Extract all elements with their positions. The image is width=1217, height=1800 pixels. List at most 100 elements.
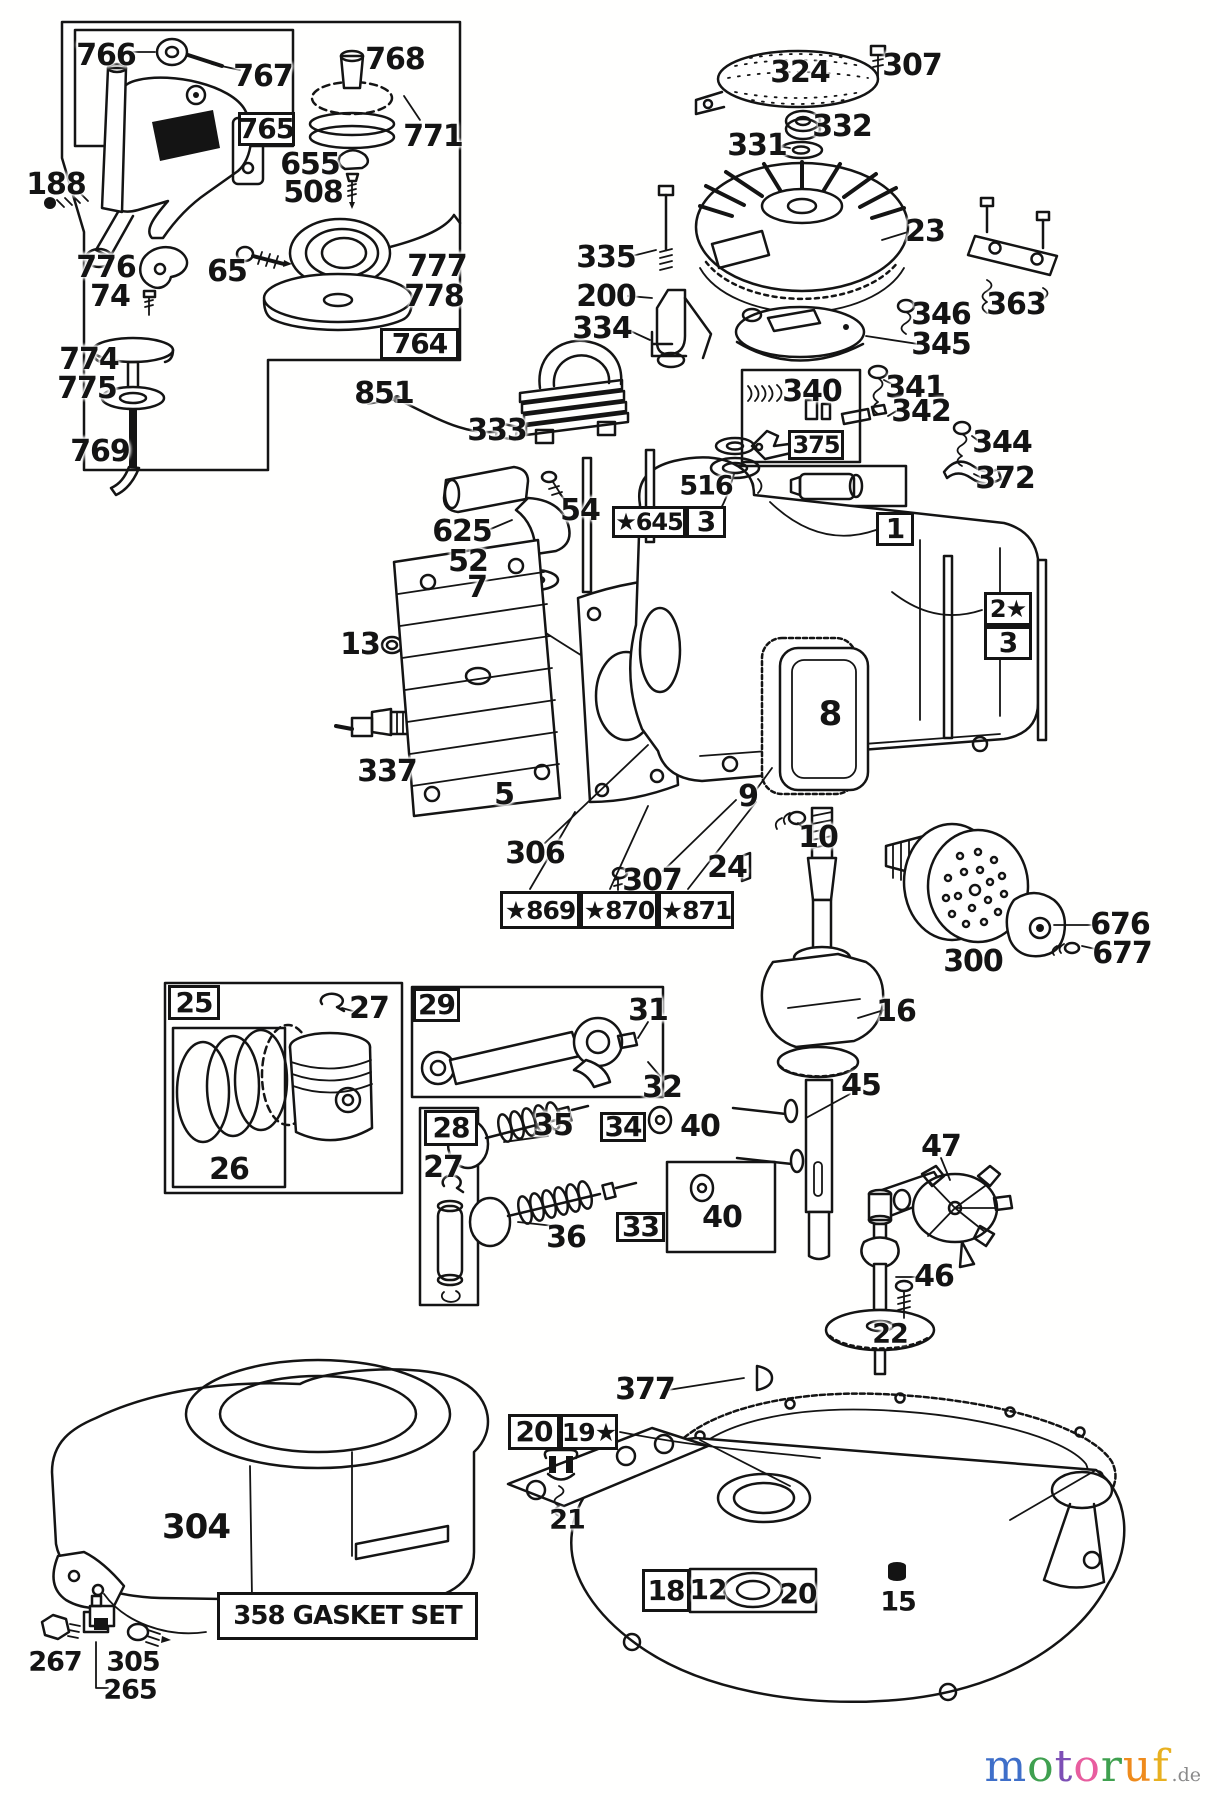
callout-332: 332 [812, 109, 873, 144]
callout-372: 372 [975, 461, 1036, 496]
callout-767: 767 [233, 59, 294, 94]
callout-box-33: 33 [616, 1212, 665, 1242]
logo-letter: u [1122, 1741, 1153, 1792]
callout-625: 625 [432, 514, 493, 549]
callout-52: 52 [448, 544, 489, 579]
callout-box-3-seal: 3 [686, 506, 726, 538]
logo-letter: t [1054, 1741, 1074, 1792]
callout-box-871: ★871 [658, 891, 734, 929]
callout-box-764: 764 [380, 328, 459, 360]
callout-324: 324 [770, 55, 831, 90]
callout-box-34: 34 [600, 1112, 646, 1142]
callout-65: 65 [207, 254, 248, 289]
callout-335: 335 [576, 240, 637, 275]
callout-776: 776 [76, 250, 137, 285]
callout-23: 23 [905, 214, 946, 249]
callout-27-pin: 27 [423, 1150, 464, 1185]
callout-box-3-lower: 3 [984, 626, 1032, 660]
callout-21: 21 [549, 1504, 586, 1536]
callout-box-2: 2★ [984, 592, 1032, 626]
callout-307-mid: 307 [622, 863, 683, 898]
callout-74: 74 [90, 279, 131, 314]
callout-32: 32 [642, 1070, 683, 1105]
callout-12: 12 [689, 1573, 728, 1606]
callout-27-ring: 27 [349, 991, 390, 1026]
callout-341: 341 [885, 370, 946, 405]
callout-9: 9 [738, 779, 759, 814]
callout-508: 508 [283, 175, 344, 210]
callout-7: 7 [467, 570, 488, 605]
callout-340: 340 [782, 374, 843, 409]
callout-5: 5 [494, 777, 515, 812]
callout-265: 265 [103, 1674, 157, 1706]
callout-774: 774 [59, 342, 120, 377]
callout-188: 188 [26, 167, 87, 202]
callout-516: 516 [679, 470, 733, 502]
callout-377: 377 [615, 1372, 676, 1407]
logo-letter: f [1152, 1741, 1170, 1792]
callout-304: 304 [162, 1507, 231, 1547]
callout-344: 344 [972, 425, 1033, 460]
callout-46: 46 [914, 1259, 955, 1294]
callout-677: 677 [1092, 936, 1153, 971]
callout-342: 342 [891, 394, 952, 429]
callout-26: 26 [209, 1152, 250, 1187]
callout-15: 15 [880, 1586, 917, 1618]
callout-766: 766 [76, 38, 137, 73]
callout-24: 24 [707, 850, 748, 885]
logo-letter: o [1027, 1741, 1055, 1792]
callout-200: 200 [576, 279, 637, 314]
callout-36: 36 [546, 1220, 587, 1255]
callout-box-1: 1 [876, 512, 914, 546]
callout-40-lower: 40 [702, 1200, 743, 1235]
callout-box-28: 28 [424, 1110, 478, 1146]
callout-box-19: 19★ [560, 1414, 618, 1450]
callout-40-upper: 40 [680, 1109, 721, 1144]
callout-363: 363 [986, 287, 1047, 322]
callout-769: 769 [70, 434, 131, 469]
callout-345: 345 [911, 327, 972, 362]
callout-771: 771 [403, 119, 464, 154]
callout-676: 676 [1090, 907, 1151, 942]
callout-box-25: 25 [168, 985, 220, 1020]
callout-box-870: ★870 [580, 891, 658, 929]
callout-305: 305 [106, 1646, 160, 1678]
callout-54: 54 [560, 493, 601, 528]
logo-letter: r [1100, 1741, 1123, 1792]
logo-letter: m [984, 1741, 1028, 1792]
callout-box-375: 375 [788, 430, 844, 460]
callout-47: 47 [921, 1129, 962, 1164]
callout-22: 22 [872, 1318, 909, 1350]
callout-307-top: 307 [882, 48, 943, 83]
callout-box-645: ★645 [612, 506, 686, 538]
callout-768: 768 [365, 42, 426, 77]
callout-13: 13 [340, 627, 381, 662]
callout-10: 10 [798, 820, 839, 855]
callout-box-20-pan: 20 [508, 1414, 560, 1450]
callout-45: 45 [841, 1068, 882, 1103]
callout-box-29: 29 [413, 988, 460, 1022]
callout-31: 31 [628, 993, 669, 1028]
callout-box-765: 765 [238, 112, 295, 146]
callout-775: 775 [57, 371, 118, 406]
callout-box-869: ★869 [500, 891, 580, 929]
callout-16: 16 [876, 994, 917, 1029]
callout-35: 35 [533, 1108, 574, 1143]
callout-778: 778 [404, 279, 465, 314]
logo-suffix: .de [1171, 1764, 1201, 1786]
callout-300: 300 [943, 944, 1004, 979]
callout-331: 331 [727, 128, 788, 163]
callout-337: 337 [357, 754, 418, 789]
callout-777: 777 [407, 249, 468, 284]
logo-letter: o [1073, 1741, 1101, 1792]
callout-8: 8 [818, 694, 843, 734]
callout-655: 655 [280, 147, 341, 182]
callout-267: 267 [28, 1646, 82, 1678]
callout-334: 334 [572, 311, 633, 346]
callout-306: 306 [505, 836, 566, 871]
callout-333: 333 [467, 413, 528, 448]
